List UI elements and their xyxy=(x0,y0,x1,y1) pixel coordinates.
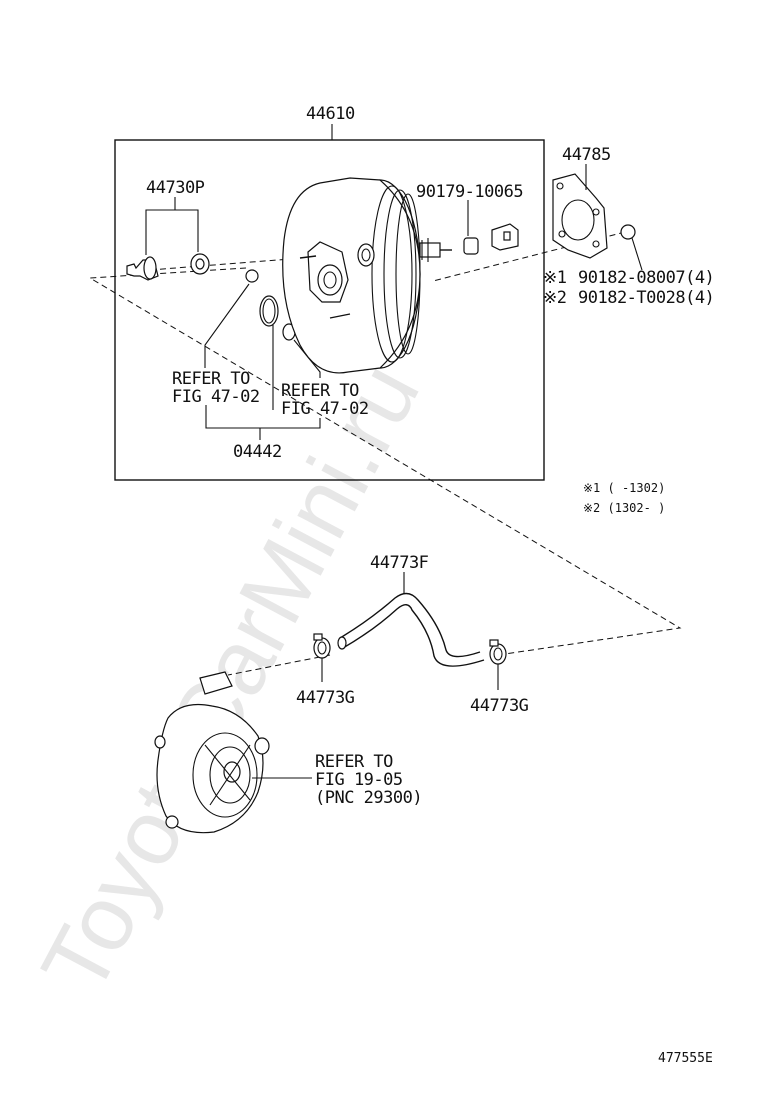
note-1: ※1 ( -1302) xyxy=(583,481,665,495)
label-nut-2: 90182-T0028(4) xyxy=(578,288,714,308)
mark-1: ※1 xyxy=(543,268,567,288)
clevis-part xyxy=(491,223,519,251)
hose-clamp-left-part xyxy=(313,633,331,659)
label-nut-1: 90182-08007(4) xyxy=(578,268,714,288)
pump-refer-line2: FIG 19-05 xyxy=(315,770,403,790)
note-2: ※2 (1302- ) xyxy=(583,501,665,515)
label-booster: 44610 xyxy=(306,104,355,124)
mark-2: ※2 xyxy=(543,288,566,308)
label-seal-kit: 04442 xyxy=(233,442,282,462)
label-clamp-left: 44773G xyxy=(296,688,355,708)
label-clevis: 90179-10065 xyxy=(416,182,523,202)
booster-group-box xyxy=(114,139,545,481)
brake-booster-part xyxy=(282,177,452,374)
small-nut-part xyxy=(245,269,259,283)
vacuum-hose-part xyxy=(337,592,485,667)
watermark: ToyotaCarMini.ru xyxy=(23,348,440,1010)
clevis-bushing-part xyxy=(463,237,479,255)
refer-b-line1: REFER TO xyxy=(281,381,359,401)
refer-a-line2: FIG 47-02 xyxy=(172,387,260,407)
hose-clamp-right-part xyxy=(489,639,507,665)
figure-id: 477555E xyxy=(658,1051,713,1066)
check-valve-part xyxy=(126,253,210,281)
label-check-valve: 44730P xyxy=(146,178,205,198)
label-clamp-right: 44773G xyxy=(470,696,529,716)
refer-a-line1: REFER TO xyxy=(172,369,250,389)
pump-refer-line1: REFER TO xyxy=(315,752,393,772)
pump-refer-line3: (PNC 29300) xyxy=(315,788,422,808)
flange-nut-part xyxy=(620,224,636,240)
gasket-part xyxy=(552,173,608,259)
vacuum-pump-part xyxy=(154,671,270,834)
label-hose: 44773F xyxy=(370,553,429,573)
label-gasket: 44785 xyxy=(562,145,611,165)
refer-b-line2: FIG 47-02 xyxy=(281,399,369,419)
